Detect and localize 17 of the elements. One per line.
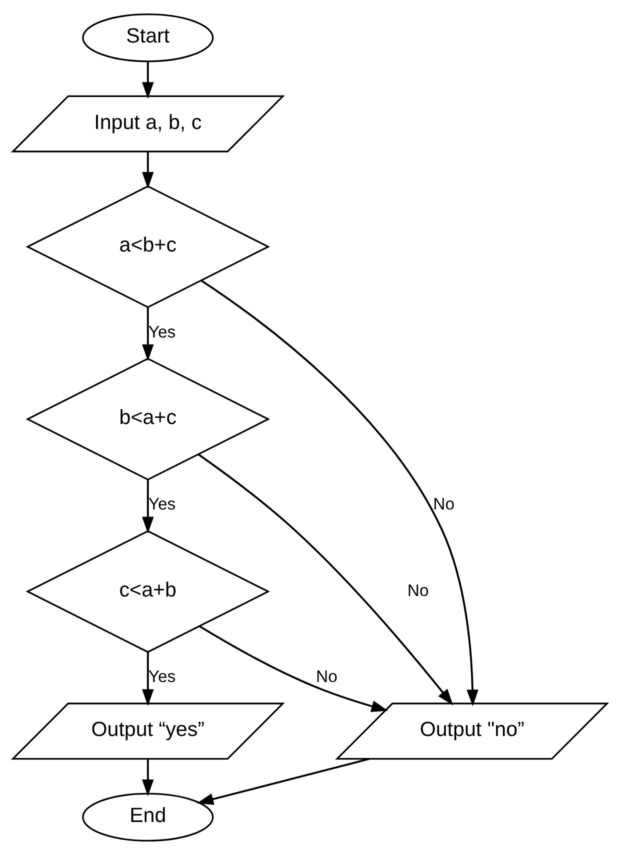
arrow: [201, 279, 478, 706]
arrow: [142, 479, 154, 534]
arrow: [142, 306, 154, 361]
arrow: [142, 652, 154, 706]
node-diamond: c<a+b: [26, 530, 270, 652]
node-ellipse: Start: [82, 12, 214, 62]
arrow: [198, 453, 454, 705]
arrow: [199, 624, 388, 712]
node-diamond: b<a+c: [26, 357, 270, 480]
node-diamond: a<b+c: [26, 184, 270, 308]
edge-label: No: [316, 666, 338, 686]
arrow: [142, 60, 154, 98]
edge-label: No: [433, 494, 454, 514]
arrow: [196, 757, 370, 804]
edge-label: No: [407, 580, 429, 600]
arrow: [142, 758, 154, 796]
arrow: [142, 151, 154, 188]
